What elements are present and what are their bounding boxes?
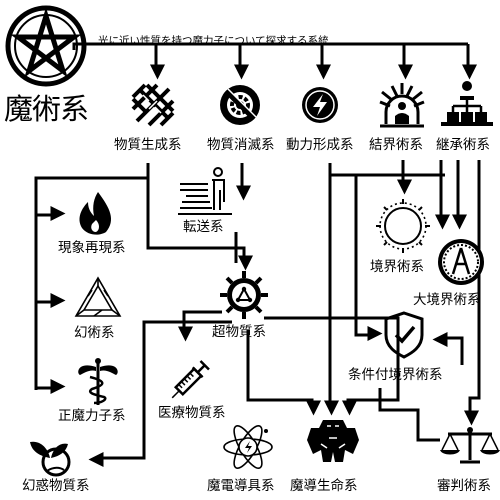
scales-icon	[440, 427, 500, 464]
node-label-douryoku-keisei: 動力形成系	[286, 137, 354, 153]
electric-atom-icon	[223, 425, 273, 469]
arrow-to-shinpan	[464, 160, 481, 426]
impossible-triangle-icon	[74, 276, 122, 317]
teleport-person-icon	[178, 167, 232, 215]
arrow-to-chou-busshitsu	[146, 178, 253, 271]
node-label-genwaku-busshitsu: 幻惑物質系	[22, 478, 90, 494]
caduceus-icon	[78, 358, 118, 405]
syringe-icon	[171, 360, 210, 399]
atom-gear-icon	[220, 271, 268, 319]
diagram-title: 魔術系	[4, 92, 89, 126]
node-label-kekkai: 結界術系	[369, 137, 423, 153]
node-label-iryou-busshitsu: 医療物質系	[158, 405, 226, 421]
banner-text: 光に近い性質を持つ魔力子について探求する系統	[98, 35, 329, 47]
node-label-chou-busshitsu: 超物質系	[212, 324, 266, 340]
node-label-sei-maryokushi: 正魔力子系	[58, 408, 126, 424]
arrow-to-jouken-kyoukai	[354, 175, 383, 341]
prohibited-gear-icon	[220, 85, 260, 125]
node-label-madou-seimei: 魔導生命系	[290, 478, 358, 494]
node-label-jouken-kyoukai: 条件付境界術系	[348, 367, 443, 383]
node-label-busshitsu-shoumetsu: 物質消滅系	[207, 137, 275, 153]
shield-check-icon	[384, 311, 424, 359]
sun-sphere-icon	[376, 199, 430, 253]
arrow-to-madou-seimei	[246, 330, 321, 416]
sprout-icon	[30, 441, 71, 477]
arrow-to-jouken-from-shinpan	[432, 332, 464, 365]
golem-icon	[307, 420, 359, 462]
node-label-dai-kyoukai: 大境界術系	[413, 292, 481, 308]
hierarchy-icon	[441, 81, 493, 126]
weave-icon	[131, 83, 175, 127]
lightning-icon	[302, 87, 338, 123]
node-label-genjutsu: 幻術系	[74, 325, 115, 341]
node-label-busshitsu-seisei: 物質生成系	[114, 137, 182, 153]
node-label-shinpan: 審判術系	[437, 478, 491, 494]
node-label-maden-dougu: 魔電導具系	[207, 478, 275, 494]
pentagram-icon	[5, 5, 87, 87]
arrow-to-iryou	[178, 310, 222, 342]
node-label-tensou: 転送系	[183, 219, 224, 235]
node-label-genshou-saigen: 現象再現系	[58, 240, 126, 256]
flame-icon	[79, 192, 112, 235]
node-label-kyoukai: 境界術系	[370, 259, 424, 275]
arrow-to-genwaku	[88, 320, 232, 467]
arrow-jouken-to-madou	[264, 316, 400, 416]
node-label-keishou: 継承術系	[436, 137, 490, 153]
portal-icon	[438, 239, 484, 285]
shield-dome-icon	[379, 83, 425, 128]
